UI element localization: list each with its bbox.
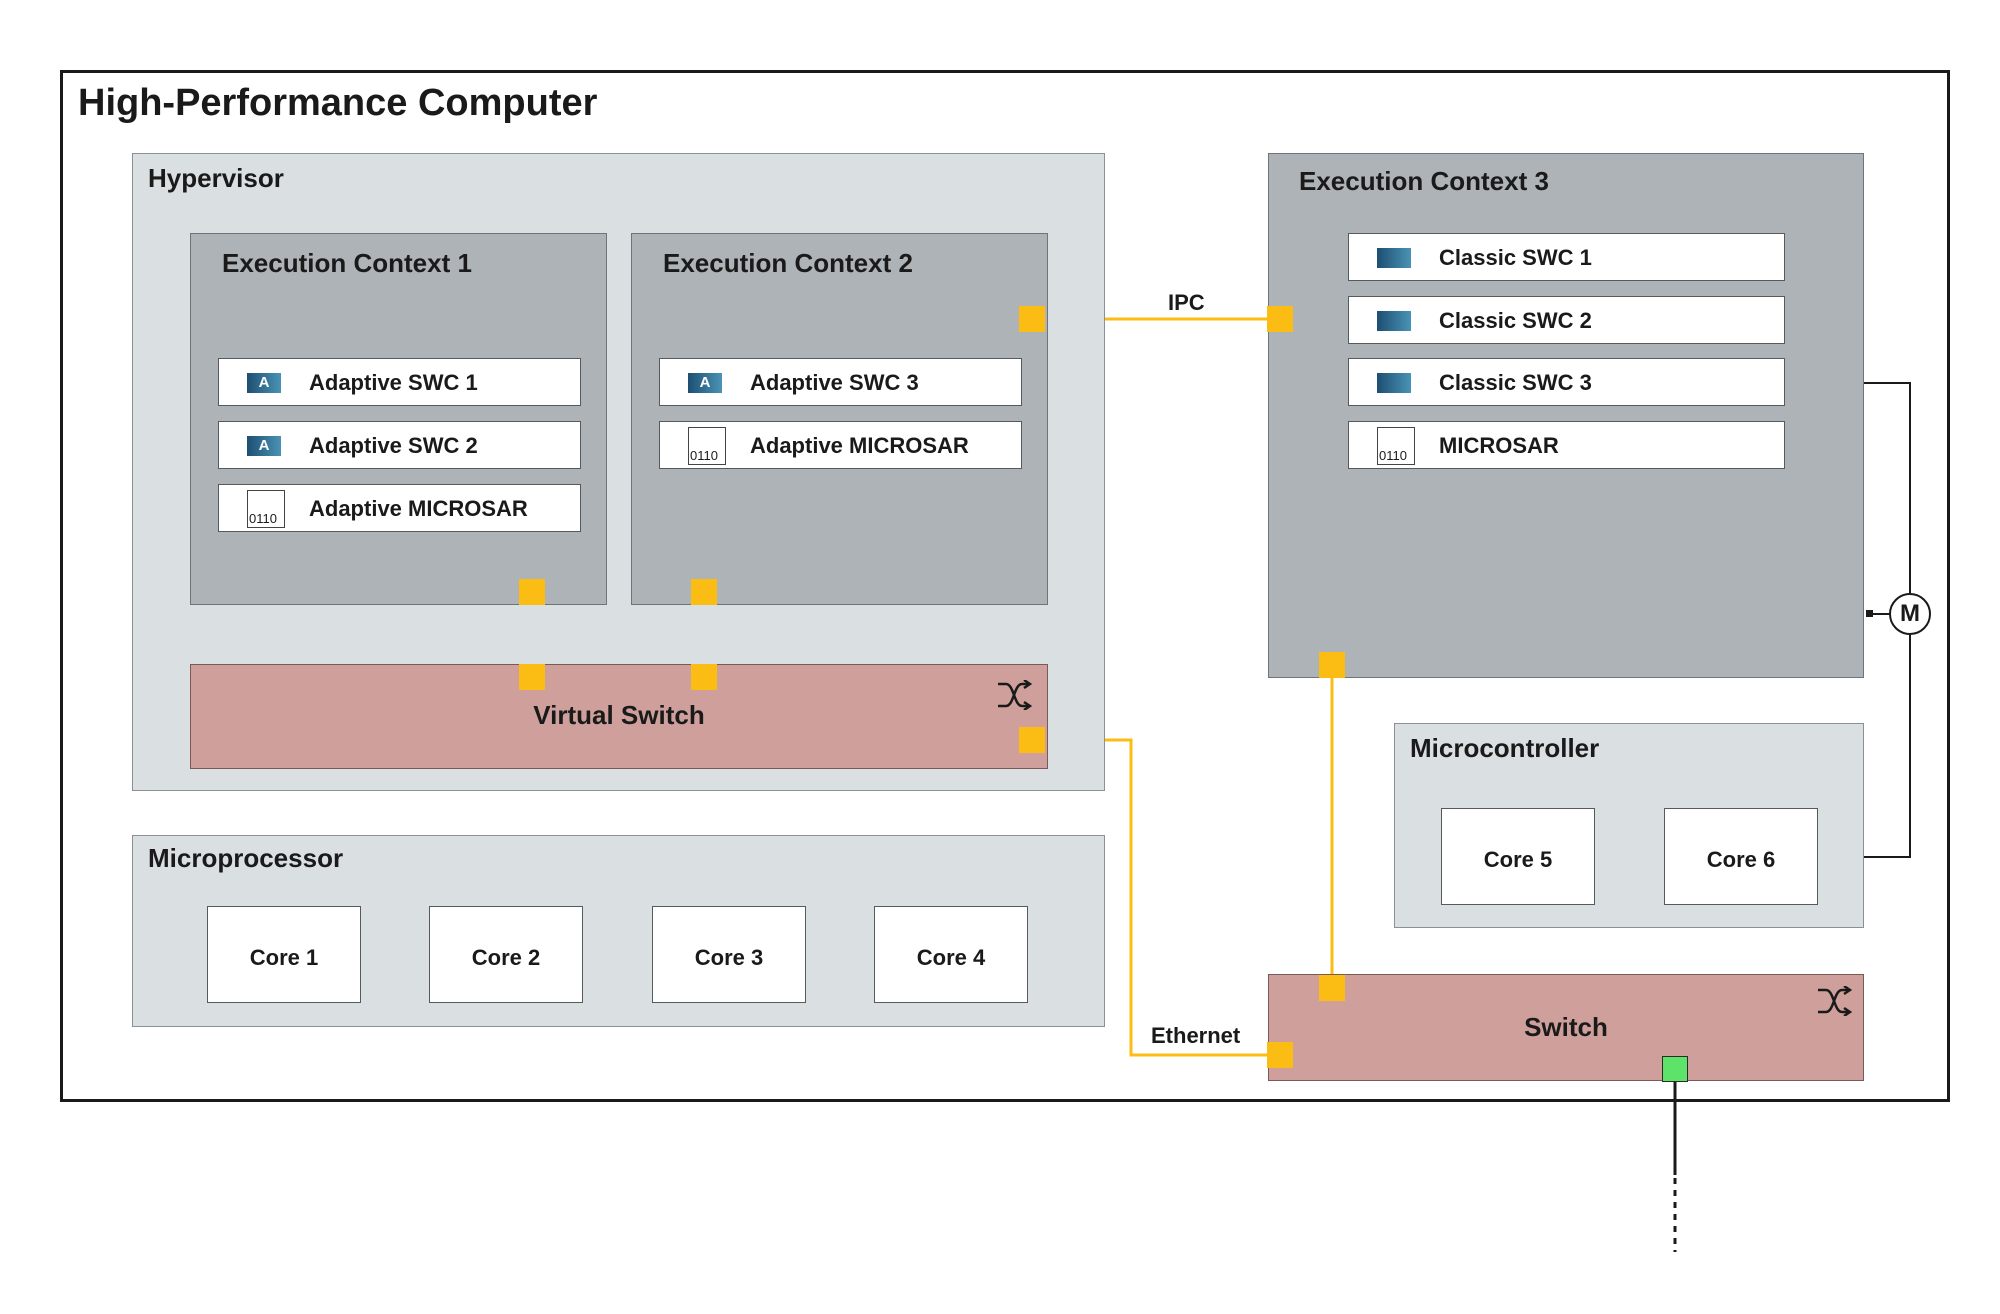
ec3-item-label: Classic SWC 1 [1439,245,1592,270]
ec3-item-classic-swc-1: Classic SWC 1 [1348,233,1785,281]
classic-app-icon [1377,248,1411,268]
switch-ethernet-port [1267,1042,1293,1068]
ec3-item-label: Classic SWC 3 [1439,370,1592,395]
switch-label: Switch [1524,1012,1608,1042]
ec2-title: Execution Context 2 [663,248,913,278]
ec3-switch-port [1319,652,1345,678]
ec3-item-classic-swc-2: Classic SWC 2 [1348,296,1785,344]
ec3-item-label: Classic SWC 2 [1439,308,1592,333]
switch-port-ec3 [1319,975,1345,1001]
ec1-port [519,579,545,605]
switch-icon [998,680,1032,710]
ethernet-label: Ethernet [1151,1023,1241,1048]
ec1-item-adaptive-swc-2: A Adaptive SWC 2 [218,421,581,469]
ipc-label: IPC [1168,290,1205,315]
core-3: Core 3 [652,906,806,1003]
core-2: Core 2 [429,906,583,1003]
virtual-switch-label: Virtual Switch [533,700,705,730]
ec3-item-classic-swc-3: Classic SWC 3 [1348,358,1785,406]
binary-icon: 0110 [1377,427,1415,465]
hpc-title: High-Performance Computer [78,82,598,124]
ec1-item-label: Adaptive SWC 1 [309,370,478,395]
hypervisor-title: Hypervisor [148,163,284,193]
ec1-item-adaptive-microsar: 0110 Adaptive MICROSAR [218,484,581,532]
virtual-switch [190,664,1048,769]
ec1-item-label: Adaptive SWC 2 [309,433,478,458]
ec2-port [691,579,717,605]
switch [1268,974,1864,1081]
ec2-ipc-port [1019,306,1045,332]
ec2-item-adaptive-microsar: 0110 Adaptive MICROSAR [659,421,1022,469]
hpc-frame [60,70,1950,1102]
classic-app-icon [1377,373,1411,393]
ec3-item-microsar: 0110 MICROSAR [1348,421,1785,469]
ec2-item-label: Adaptive SWC 3 [750,370,919,395]
binary-icon: 0110 [688,427,726,465]
ec3-ipc-port [1267,306,1293,332]
external-port [1662,1056,1688,1082]
execution-context-2 [631,233,1048,605]
core-5: Core 5 [1441,808,1595,905]
ec3-title: Execution Context 3 [1299,166,1549,196]
vswitch-ethernet-port [1019,727,1045,753]
execution-context-3 [1268,153,1864,678]
core-1: Core 1 [207,906,361,1003]
core-4: Core 4 [874,906,1028,1003]
execution-context-1 [190,233,607,605]
adaptive-app-icon: A [688,373,722,393]
ec2-item-adaptive-swc-3: A Adaptive SWC 3 [659,358,1022,406]
ec1-item-adaptive-swc-1: A Adaptive SWC 1 [218,358,581,406]
vswitch-port-ec2 [691,664,717,690]
core-6: Core 6 [1664,808,1818,905]
switch-icon [1818,986,1852,1016]
microprocessor-title: Microprocessor [148,843,344,873]
adaptive-app-icon: A [247,436,281,456]
ec1-title: Execution Context 1 [222,248,472,278]
monitor-node: M [1889,593,1931,635]
binary-icon: 0110 [247,490,285,528]
classic-app-icon [1377,311,1411,331]
ec2-item-label: Adaptive MICROSAR [750,433,969,458]
ec1-item-label: Adaptive MICROSAR [309,496,528,521]
adaptive-app-icon: A [247,373,281,393]
vswitch-port-ec1 [519,664,545,690]
ec3-item-label: MICROSAR [1439,433,1559,458]
microcontroller-title: Microcontroller [1410,733,1600,763]
